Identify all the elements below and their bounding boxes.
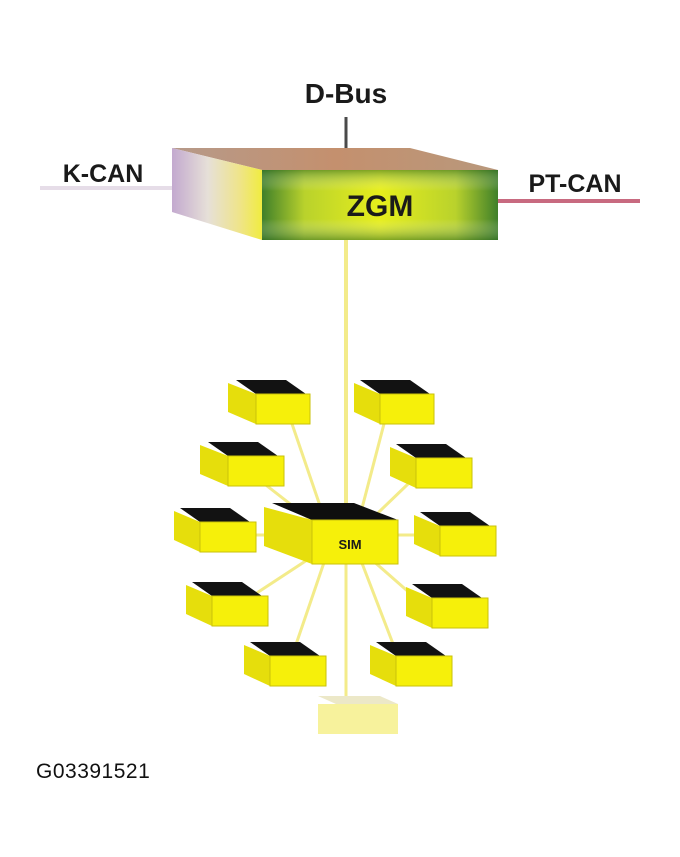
module-lower-right bbox=[406, 584, 489, 629]
module-lower-left bbox=[186, 582, 269, 627]
optical-connector bbox=[318, 696, 398, 734]
reference-code: G03391521 bbox=[36, 760, 151, 783]
hub-front-face bbox=[312, 520, 398, 564]
hub-left-face bbox=[264, 507, 312, 564]
zgm-left-face bbox=[172, 148, 262, 240]
module-bottom-right bbox=[370, 642, 453, 687]
zgm-top-face bbox=[172, 148, 498, 170]
module-middle-left bbox=[174, 508, 257, 553]
module-middle-right bbox=[414, 512, 497, 557]
module-top-right bbox=[354, 380, 435, 425]
module-top-left bbox=[228, 380, 311, 425]
zgm-label: ZGM bbox=[347, 190, 414, 223]
module-upper-right bbox=[390, 444, 473, 489]
zgm-module bbox=[172, 148, 498, 240]
module-bottom-left bbox=[244, 642, 327, 687]
sim-hub-module bbox=[264, 503, 399, 565]
module-upper-left bbox=[200, 442, 285, 487]
ptcan-label: PT-CAN bbox=[528, 170, 621, 198]
kcan-label: K-CAN bbox=[63, 160, 144, 188]
hub-top-face bbox=[272, 503, 398, 520]
dbus-label: D-Bus bbox=[305, 78, 387, 109]
hub-label: SIM bbox=[338, 537, 361, 552]
